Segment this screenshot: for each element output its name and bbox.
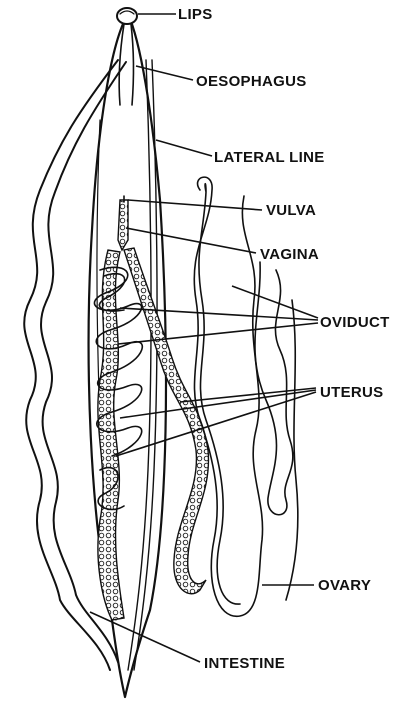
label-oviduct: OVIDUCT: [320, 314, 390, 331]
label-intestine: INTESTINE: [204, 655, 285, 672]
label-lips: LIPS: [178, 6, 213, 23]
ovary-structure: [194, 177, 298, 616]
lateral-line-structure: [128, 60, 157, 670]
diagram-labels: LIPS OESOPHAGUS LATERAL LINE VULVA VAGIN…: [178, 6, 390, 672]
lips-structure: [117, 8, 137, 24]
label-vulva: VULVA: [266, 202, 316, 219]
label-vagina: VAGINA: [260, 246, 319, 263]
oesophagus-structure: [119, 24, 133, 105]
label-lateral-line: LATERAL LINE: [214, 149, 325, 166]
label-uterus: UTERUS: [320, 384, 383, 401]
label-ovary: OVARY: [318, 577, 371, 594]
label-oesophagus: OESOPHAGUS: [196, 73, 307, 90]
uterus-structure: [98, 248, 209, 620]
vagina-structure: [118, 196, 128, 250]
